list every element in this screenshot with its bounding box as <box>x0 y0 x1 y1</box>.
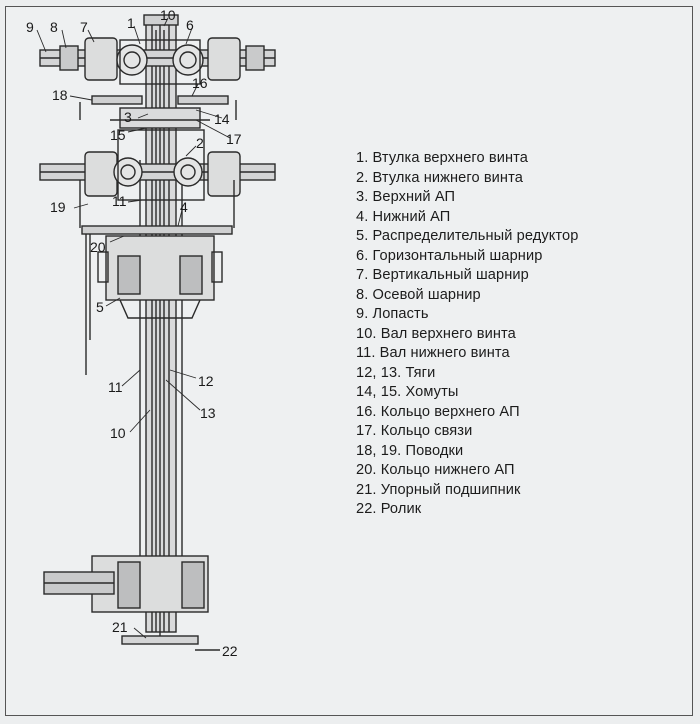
callout-3: 3 <box>124 109 132 125</box>
legend-item: 10. Вал верхнего винта <box>356 325 516 342</box>
callout-18: 18 <box>52 87 68 103</box>
callout-7: 7 <box>80 19 88 35</box>
legend-item: 18, 19. Поводки <box>356 442 464 459</box>
callout-21: 21 <box>112 619 128 635</box>
legend-item: 4. Нижний АП <box>356 208 451 225</box>
legend-item: 20. Кольцо нижнего АП <box>356 462 515 478</box>
legend-item: 22. Ролик <box>356 501 422 517</box>
callout-1: 1 <box>127 15 135 31</box>
callout-14: 14 <box>214 111 230 127</box>
callout-6: 6 <box>186 17 194 33</box>
distribution-gearbox <box>97 235 223 319</box>
callout-10: 10 <box>110 425 126 441</box>
callout-16: 16 <box>192 75 208 91</box>
upper-swashplate <box>79 95 237 129</box>
leader-lines <box>36 17 231 639</box>
callout-11-top: 11 <box>112 193 127 209</box>
callout-9: 9 <box>26 19 34 35</box>
legend-item: 2. Втулка нижнего винта <box>356 169 523 186</box>
callout-19: 19 <box>50 199 66 215</box>
legend-item: 7. Вертикальный шарнир <box>356 267 529 283</box>
callout-2: 2 <box>196 135 204 151</box>
callout-12: 12 <box>198 373 214 389</box>
callout-labels: 9 8 7 1 10 6 16 18 14 17 3 15 2 19 11 4 … <box>26 7 242 659</box>
lower-hub <box>39 129 276 201</box>
legend-item: 21. Упорный подшипник <box>356 481 521 498</box>
legend-item: 17. Кольцо связи <box>356 423 473 439</box>
callout-22: 22 <box>222 643 238 659</box>
callout-8: 8 <box>50 19 58 35</box>
legend-item: 11. Вал нижнего винта <box>356 345 510 361</box>
legend-item: 6. Горизонтальный шарнир <box>356 247 543 264</box>
legend-item: 16. Кольцо верхнего АП <box>356 403 520 420</box>
callout-10-top: 10 <box>160 7 176 23</box>
legend-item: 5. Распределительный редуктор <box>356 228 579 244</box>
legend-item: 9. Лопасть <box>356 306 429 322</box>
callout-15: 15 <box>110 127 126 143</box>
callout-4: 4 <box>180 199 188 215</box>
legend-item: 1. Втулка верхнего винта <box>356 150 528 166</box>
legend-item: 3. Верхний АП <box>356 189 456 205</box>
callout-5: 5 <box>96 299 104 315</box>
legend-item: 12, 13. Тяги <box>356 364 436 381</box>
legend-item: 14, 15. Хомуты <box>356 384 459 400</box>
callout-20: 20 <box>90 239 106 255</box>
callout-11: 11 <box>108 379 123 395</box>
lower-swashplate <box>79 180 235 375</box>
lower-housing <box>43 555 220 651</box>
upper-hub <box>39 37 276 85</box>
callout-13: 13 <box>200 405 216 421</box>
parts-legend: 1. Втулка верхнего винта 2. Втулка нижне… <box>356 149 578 520</box>
callout-17: 17 <box>226 131 242 147</box>
legend-item: 8. Осевой шарнир <box>356 286 481 303</box>
